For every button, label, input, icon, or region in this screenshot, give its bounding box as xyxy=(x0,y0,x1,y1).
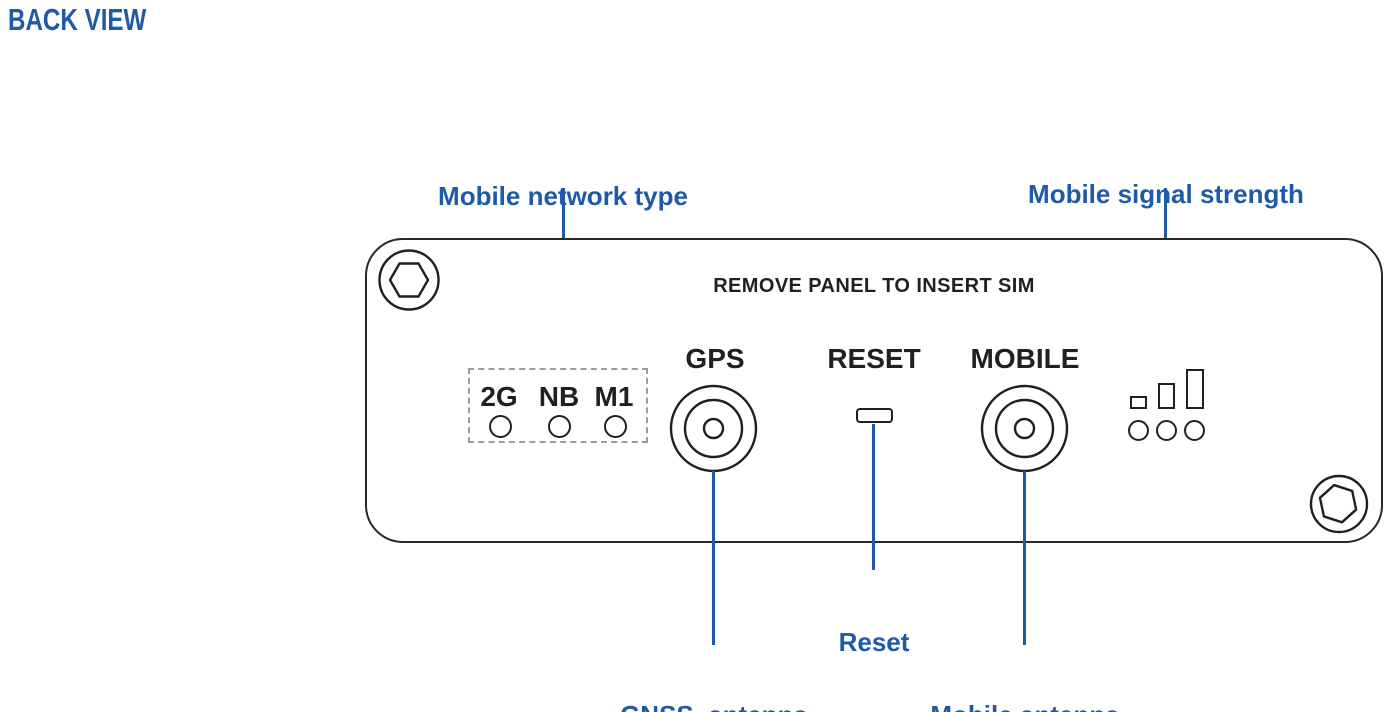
callout-gnss-connector: GNSS antenna connector xyxy=(564,645,864,712)
mobile-port-label: MOBILE xyxy=(970,343,1080,374)
screw-icon xyxy=(378,249,440,311)
signal-led-1 xyxy=(1128,420,1149,441)
mobile-antenna-connector xyxy=(980,384,1069,473)
network-led-group-box xyxy=(468,368,648,443)
screw-icon xyxy=(1309,474,1369,534)
signal-led-3 xyxy=(1184,420,1205,441)
signal-bar-medium xyxy=(1158,383,1175,409)
callout-gnss-line1: GNSS antenna xyxy=(564,701,864,712)
leader-line-mobile xyxy=(1023,471,1026,645)
callout-mobile-connector: Mobile antenna connector xyxy=(875,645,1175,712)
led-label-nb: NB xyxy=(538,381,580,412)
led-label-m1: M1 xyxy=(594,381,634,412)
reset-button[interactable] xyxy=(856,408,893,423)
callout-signal-strength-line1: Mobile signal strength xyxy=(1028,179,1304,209)
leader-line-reset xyxy=(872,424,875,570)
signal-bar-small xyxy=(1130,396,1147,409)
callout-reset-line1: Reset xyxy=(838,627,910,657)
led-nb xyxy=(548,415,571,438)
sim-notice-text: REMOVE PANEL TO INSERT SIM xyxy=(713,275,1035,297)
gps-port-label: GPS xyxy=(685,343,745,374)
signal-bar-large xyxy=(1186,369,1204,409)
callout-reset-button: Reset button xyxy=(774,572,974,712)
led-2g xyxy=(489,415,512,438)
callout-mobile-line1: Mobile antenna xyxy=(875,701,1175,712)
led-label-2g: 2G xyxy=(480,381,518,412)
signal-led-2 xyxy=(1156,420,1177,441)
gnss-antenna-connector xyxy=(669,384,758,473)
led-m1 xyxy=(604,415,627,438)
page-title: BACK VIEW xyxy=(8,2,147,37)
callout-network-type-line1: Mobile network type xyxy=(438,181,688,211)
reset-port-label: RESET xyxy=(827,343,921,374)
leader-line-gnss xyxy=(712,471,715,645)
